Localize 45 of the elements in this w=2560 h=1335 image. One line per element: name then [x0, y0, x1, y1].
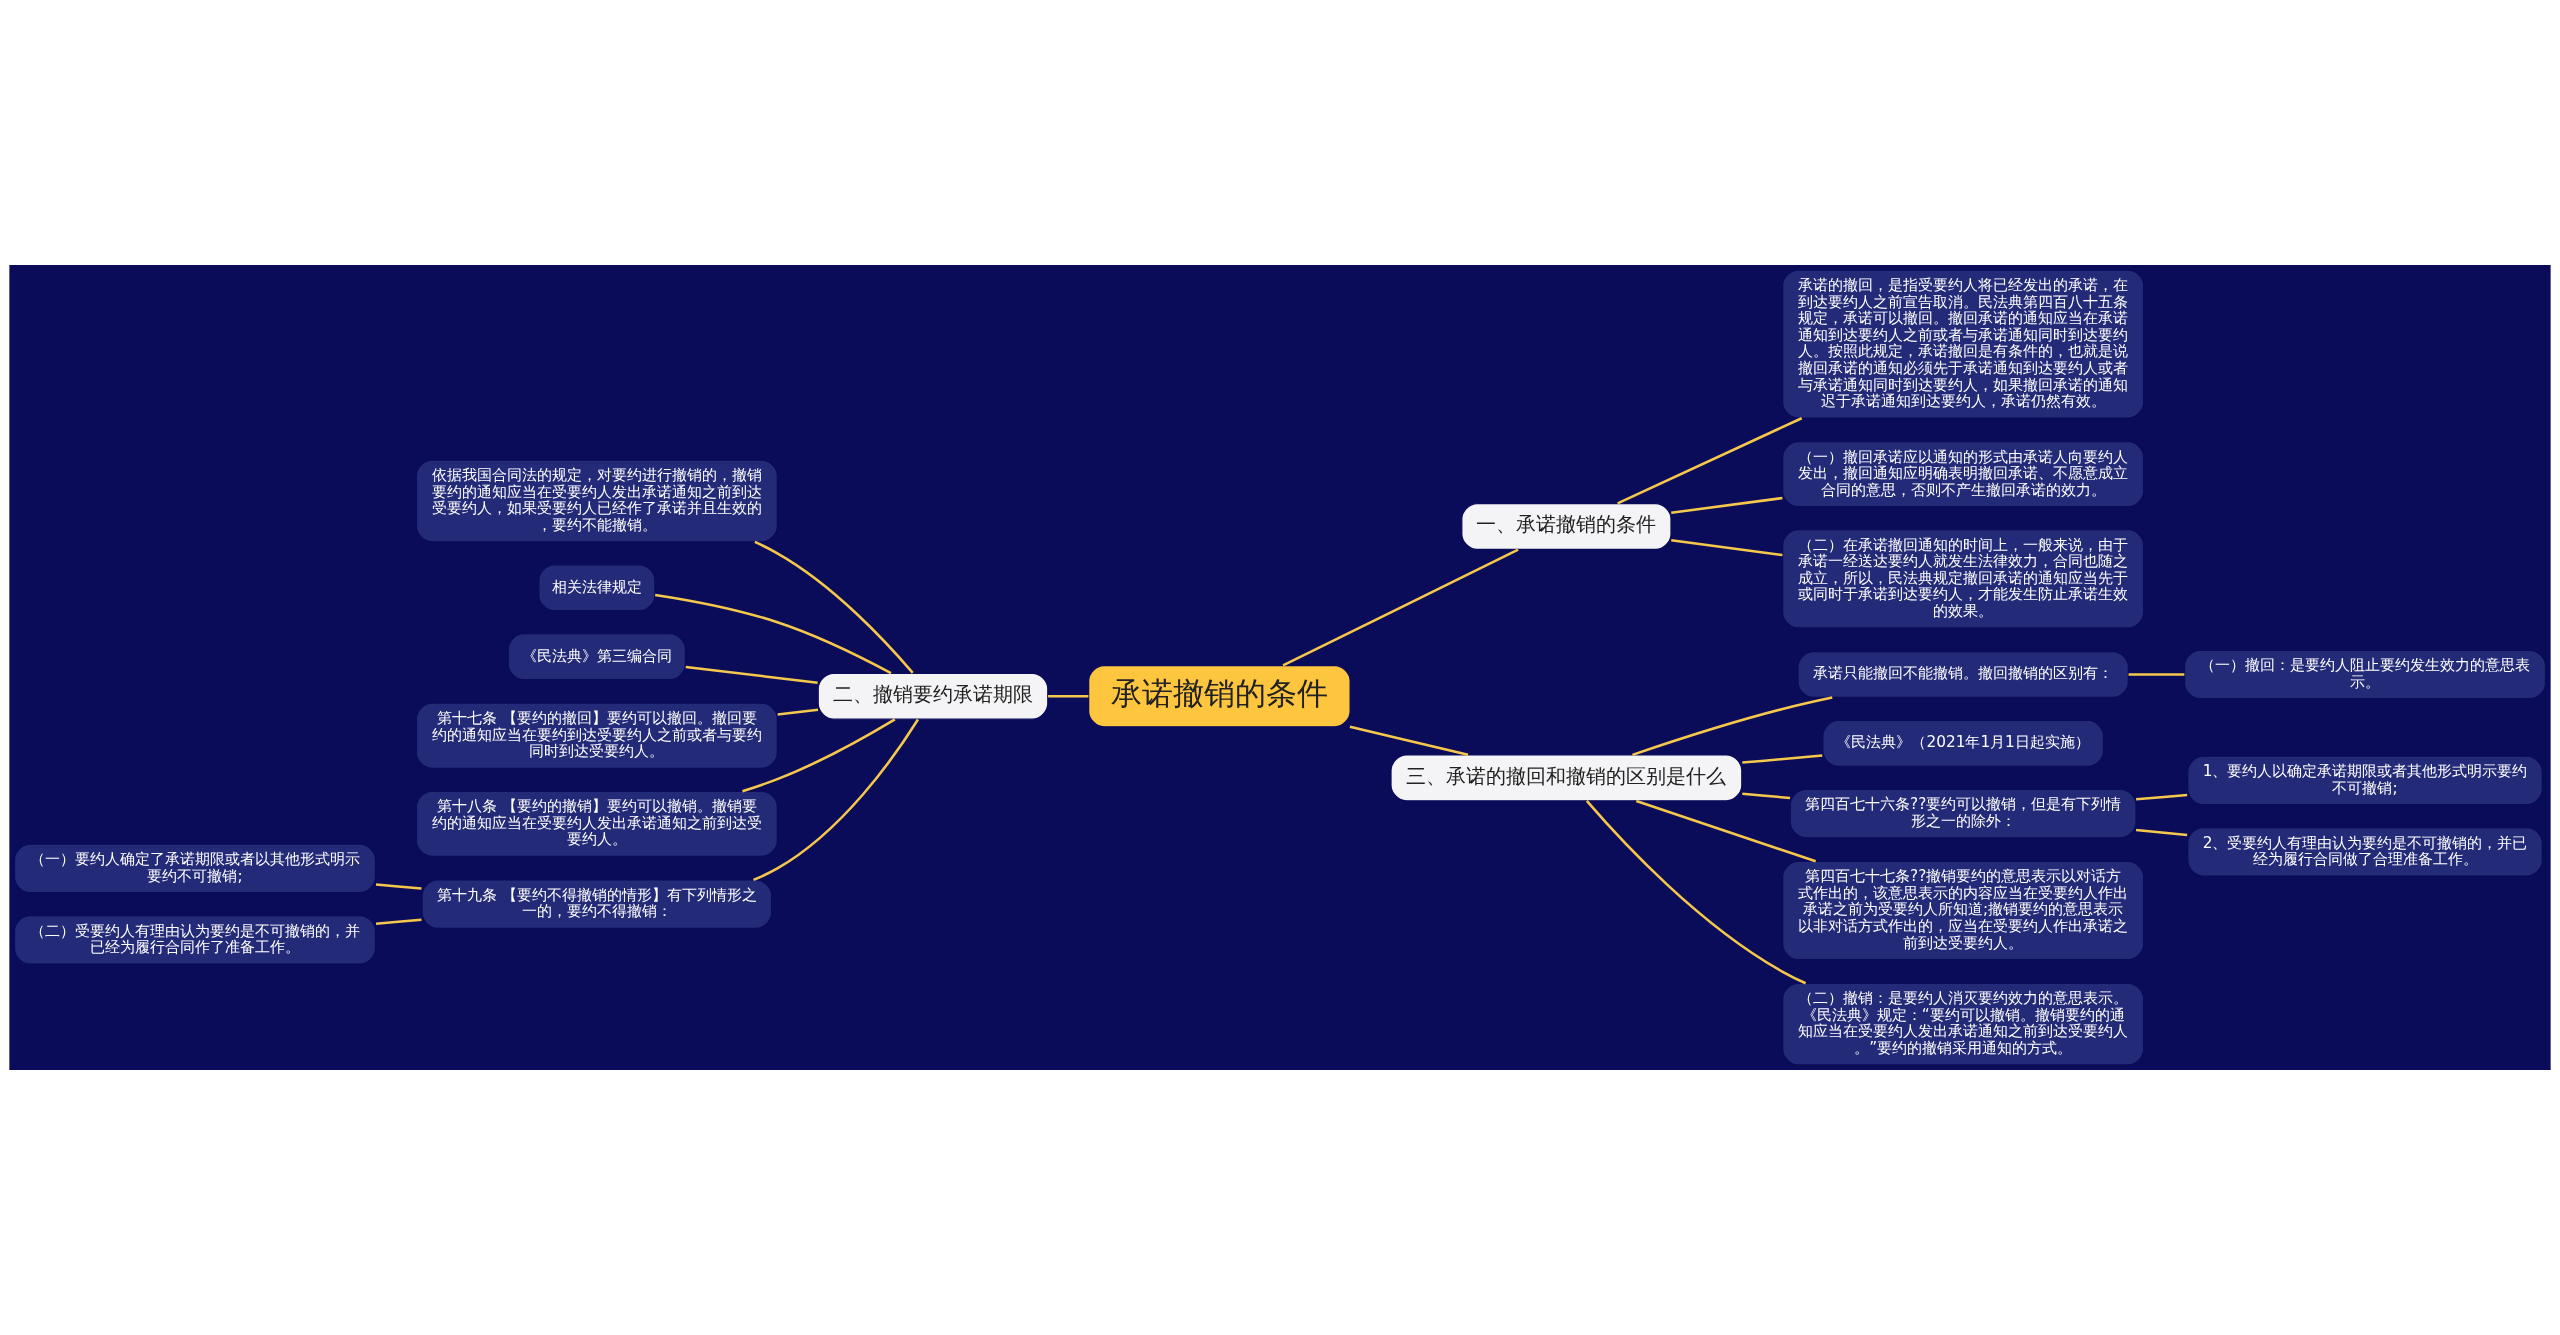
node-box: 第四百七十六条??要约可以撤销，但是有下列情形之一的除外：: [1789, 788, 2137, 839]
node-box: 1、要约人以确定承诺期限或者其他形式明示要约不可撤销;: [2187, 755, 2543, 806]
node-box: 承诺只能撤回不能撤销。撤回撤销的区别有：: [1797, 650, 2129, 699]
node-box: 第十九条 【要约不得撤销的情形】有下列情形之一的，要约不得撤销：: [421, 879, 773, 930]
node-box: 第十七条 【要约的撤回】要约可以撤回。撤回要约的通知应当在要约到达受要约人之前或者与要约同时到达受要约人。: [415, 702, 778, 769]
connector: [1585, 800, 1807, 985]
connector: [375, 918, 422, 926]
connector: [2136, 793, 2188, 801]
connector: [742, 718, 896, 793]
connector: [1048, 694, 1089, 698]
node-box: （一）撤回承诺应以通知的形式由承诺人向要约人发出，撤回通知应明确表明撤回承诺、不愿意成立合同的意思，否则不产生撤回承诺的效力。: [1782, 441, 2145, 508]
node-box: （一）要约人确定了承诺期限或者以其他形式明示要约不可撤销;: [13, 843, 377, 894]
connector: [1635, 799, 1817, 863]
connector: [753, 718, 920, 882]
connector: [2128, 673, 2185, 676]
node-box: （二）受要约人有理由认为要约是不可撤销的，并已经为履行合同作了准备工作。: [13, 915, 377, 965]
connector: [754, 540, 914, 674]
connector: [1282, 548, 1519, 667]
connector: [1632, 696, 1833, 757]
node-box: 承诺撤销的条件: [1088, 664, 1351, 728]
node-box: 第十八条 【要约的撤销】要约可以撤销。撤销要约的通知应当在受要约人发出承诺通知之前到达受要约人。: [415, 790, 778, 857]
node-box: 二、撤销要约承诺期限: [817, 672, 1049, 720]
connector: [2136, 828, 2188, 837]
node-box: 承诺的撤回，是指受要约人将已经发出的承诺，在到达要约人之前宣告取消。民法典第四百八十五条规定，承诺可以撤回。撤回承诺的通知应当在承诺通知到达要约人之前或者与承诺通知同时到达要约人。按照此规定，承诺撤回是有条件的，也就是说撤回承诺的通知必须先于承诺通知到达要约人或者与承诺通知同时到达要约人，如果撤回承诺的通知迟于承诺通知到达要约人，承诺仍然有效。: [1782, 269, 2145, 419]
node-box: 《民法典》（2021年1月1日起实施）: [1822, 719, 2105, 767]
node-box: （二）撤销：是要约人消灭要约效力的意思表示。《民法典》规定：“要约可以撤销。撤销要约的通知应当在受要约人发出承诺通知之前到达受要约人。”要约的撤销采用通知的方式。: [1782, 982, 2145, 1066]
connector: [1742, 792, 1791, 800]
node-box: 第四百七十七条??撤销要约的意思表示以对话方式作出的，该意思表示的内容应当在受要约人作出承诺之前为受要约人所知道;撤销要约的意思表示以非对话方式作出的，应当在受要约人作出承诺之前到达受要约人。: [1782, 860, 2145, 961]
node-box: 依据我国合同法的规定，对要约进行撤销的，撤销要约的通知应当在受要约人发出承诺通知之前到达受要约人，如果受要约人已经作了承诺并且生效的，要约不能撤销。: [415, 459, 778, 543]
node-box: 一、承诺撤销的条件: [1461, 502, 1672, 551]
node-box: （一）撤回：是要约人阻止要约发生效力的意思表示。: [2183, 649, 2547, 700]
connector: [1671, 496, 1783, 515]
node-box: 三、承诺的撤回和撤销的区别是什么: [1390, 754, 1743, 802]
node-box: （二）在承诺撤回通知的时间上，一般来说，由于承诺一经送达要约人就发生法律效力，合同也随之成立，所以，民法典规定撤回承诺的通知应当先于或同时于承诺到达要约人，才能发生防止承诺生效的效果。: [1782, 529, 2145, 629]
node-box: 2、受要约人有理由认为要约是不可撤销的，并已经为履行合同做了合理准备工作。: [2187, 826, 2543, 877]
connector: [1349, 725, 1469, 757]
node-box: 相关法律规定: [538, 564, 656, 612]
connector: [777, 708, 819, 716]
node-box: 《民法典》第三编合同: [507, 633, 687, 681]
connector: [1742, 754, 1823, 764]
connector: [1617, 417, 1803, 505]
connector: [654, 593, 892, 675]
connector: [375, 883, 422, 890]
connector: [1671, 539, 1783, 557]
connector: [685, 665, 818, 684]
